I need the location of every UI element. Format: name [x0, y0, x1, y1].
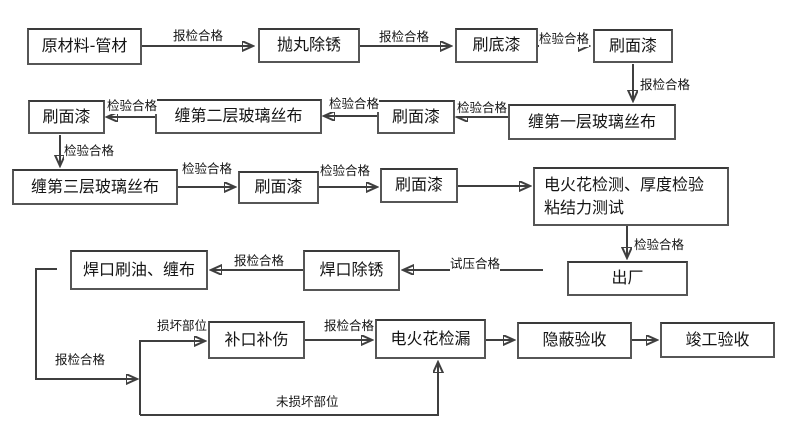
node-raw-material: 原材料-管材: [27, 28, 142, 65]
node-completion-acceptance: 竣工验收: [660, 322, 775, 358]
edge-label-sparktest-factory: 检验合格: [634, 234, 685, 253]
node-brush-primer: 刷底漆: [455, 28, 538, 63]
edge-junction-to-repair: [139, 341, 204, 415]
node-brush-topcoat-2: 刷面漆: [377, 100, 455, 134]
node-weld-joint-derust: 焊口除锈: [303, 250, 400, 291]
edge-label-topcoat1-wrap1: 报检合格: [640, 74, 691, 93]
node-shot-blast-derust: 抛丸除锈: [258, 28, 360, 63]
node-concealed-acceptance: 隐蔽验收: [517, 322, 632, 359]
node-brush-topcoat-1: 刷面漆: [593, 29, 673, 63]
node-brush-topcoat-4: 刷面漆: [238, 171, 319, 204]
edge-label-raw-shotblast: 报检合格: [173, 25, 224, 44]
node-weld-joint-oil-wrap: 焊口刷油、缠布: [70, 250, 208, 290]
node-brush-topcoat-5: 刷面漆: [380, 168, 458, 203]
node-wrap-fiberglass-layer-1: 缠第一层玻璃丝布: [508, 104, 676, 140]
node-patch-repair: 补口补伤: [208, 321, 305, 359]
edge-label-factory-weldderust: 试压合格: [450, 253, 501, 272]
edge-label-repair-sparkleak: 报检合格: [324, 315, 375, 334]
edge-label-undamaged-part: 未损坏部位: [276, 391, 339, 410]
node-wrap-fiberglass-layer-3: 缠第三层玻璃丝布: [12, 169, 178, 205]
edge-label-topcoat3-wrap3: 检验合格: [64, 140, 115, 159]
edge-label-wrap2-topcoat3: 检验合格: [107, 95, 158, 114]
node-spark-leak-test: 电火花检漏: [375, 319, 486, 359]
node-leave-factory: 出厂: [567, 261, 688, 296]
node-brush-topcoat-3: 刷面漆: [28, 100, 105, 134]
edge-weldoil-to-junction: [35, 268, 136, 379]
edge-label-topcoat2-wrap2: 检验合格: [329, 93, 380, 112]
node-wrap-fiberglass-layer-2: 缠第二层玻璃丝布: [155, 99, 322, 134]
edge-label-shotblast-primer: 报检合格: [379, 26, 430, 45]
edge-label-weldoil-junction: 报检合格: [55, 349, 106, 368]
edge-label-primer-topcoat1: 检验合格: [539, 28, 590, 47]
node-spark-thickness-adhesion-test: 电火花检测、厚度检验 粘结力测试: [533, 167, 729, 226]
edge-label-wrap3-topcoat4: 检验合格: [182, 158, 233, 177]
edge-label-topcoat4-topcoat5: 检验合格: [320, 160, 371, 179]
edge-label-damaged-part: 损坏部位: [157, 315, 208, 334]
edge-label-weldderust-weldoil: 报检合格: [234, 250, 285, 269]
edge-junction-to-sparkleak-undamaged: [140, 363, 438, 416]
edge-label-wrap1-topcoat2: 检验合格: [457, 97, 508, 116]
